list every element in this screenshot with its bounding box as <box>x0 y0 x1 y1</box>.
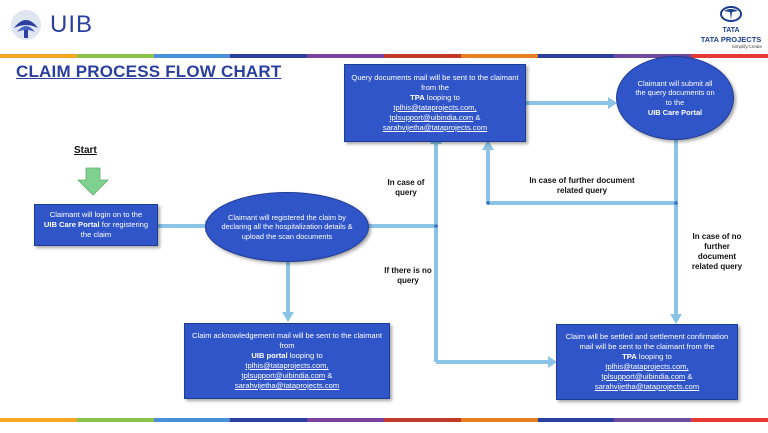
label-in-case-query: In case of query <box>387 178 425 197</box>
arrowhead-further <box>482 140 494 150</box>
query-mail-box: Query documents mail will be sent to the… <box>344 64 526 142</box>
ack-pre: Claim acknowledgement mail will be sent … <box>192 331 382 350</box>
settle-post: looping to <box>638 352 672 361</box>
label-no-query: If there is no query <box>384 266 432 285</box>
tata-logo-top: TATA <box>722 27 740 34</box>
settle-amp: & <box>687 372 693 381</box>
settle-link-1[interactable]: tplhis@tataprojects.com, <box>605 362 689 371</box>
tata-logo-name: TATA PROJECTS <box>700 35 762 44</box>
settle-pre: Claim will be settled and settlement con… <box>565 332 729 351</box>
header-stripe <box>0 54 768 58</box>
submit-bold: UIB Care Portal <box>647 107 703 117</box>
login-pre: Claimant will login on to the <box>49 210 143 219</box>
settle-bold: TPA <box>622 352 637 361</box>
uib-emblem-icon <box>11 10 41 40</box>
arrowhead-settle-top <box>670 314 682 324</box>
label-no-further-query: In case of no further document related q… <box>691 232 743 271</box>
page-title: CLAIM PROCESS FLOW CHART <box>16 62 282 81</box>
ack-link-1[interactable]: tplhis@tataprojects.com, <box>245 361 329 370</box>
register-ellipse: Claimant will registered the claim by de… <box>205 192 369 262</box>
query-link-2[interactable]: tplsupport@uibindia.com <box>389 113 474 122</box>
ack-post: looping to <box>289 351 323 360</box>
login-post: for registering the claim <box>80 220 149 239</box>
query-link-1[interactable]: tplhis@tataprojects.com, <box>393 103 477 112</box>
tata-emblem-icon <box>720 6 742 22</box>
tata-logo: TATA TATA PROJECTS Simplify.Create <box>700 6 762 50</box>
settle-box: Claim will be settled and settlement con… <box>556 324 738 400</box>
uib-logo: UIB <box>8 8 93 42</box>
query-bold: TPA <box>410 93 425 102</box>
arrowhead-submit <box>608 97 617 109</box>
query-amp: & <box>475 113 481 122</box>
footer-stripe <box>0 418 768 422</box>
ack-box: Claim acknowledgement mail will be sent … <box>184 323 390 399</box>
query-link-3[interactable]: sarahvijetha@tataprojects.com <box>382 123 488 132</box>
ack-link-3[interactable]: sarahvijetha@tataprojects.com <box>234 381 340 390</box>
settle-link-2[interactable]: tplsupport@uibindia.com <box>601 372 686 381</box>
login-box: Claimant will login on to the UIB Care P… <box>34 204 158 246</box>
login-bold: UIB Care Portal <box>43 220 100 229</box>
label-further-query: In case of further document related quer… <box>529 176 635 195</box>
arrowhead-settle <box>548 356 557 368</box>
submit-pre: Claimant will submit all the query docum… <box>635 78 715 107</box>
ack-bold: UIB portal <box>251 351 288 360</box>
ack-amp: & <box>327 371 333 380</box>
ack-link-2[interactable]: tplsupport@uibindia.com <box>241 371 326 380</box>
arrowhead-ack <box>282 312 294 322</box>
uib-logo-text: UIB <box>50 11 94 38</box>
settle-link-3[interactable]: sarahvijetha@tataprojects.com <box>594 382 700 391</box>
query-post: looping to <box>426 93 460 102</box>
query-pre: Query documents mail will be sent to the… <box>351 73 519 92</box>
start-label: Start <box>74 145 97 156</box>
submit-ellipse: Claimant will submit all the query docum… <box>616 56 734 140</box>
start-arrow-icon <box>77 167 109 196</box>
tata-logo-tagline: Simplify.Create <box>731 44 762 49</box>
register-text: Claimant will registered the claim by de… <box>221 212 353 241</box>
